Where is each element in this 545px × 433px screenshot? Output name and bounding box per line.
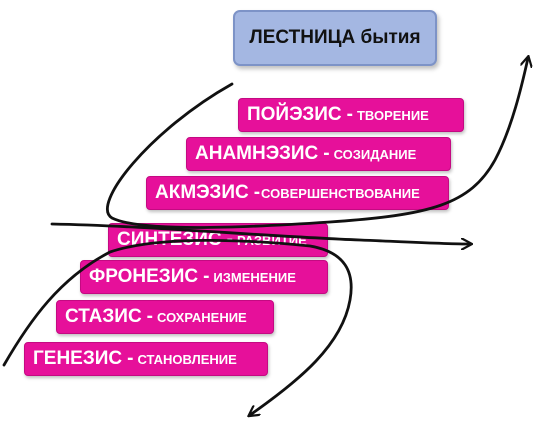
- step-separator: -: [346, 104, 353, 125]
- step-meaning: ИЗМЕНЕНИЕ: [213, 269, 296, 285]
- step-anamnesis: АНАМНЭЗИС-СОЗИДАНИЕ: [186, 137, 451, 171]
- step-name: ПОЙЭЗИС: [247, 104, 342, 125]
- step-genesis: ГЕНЕЗИС-СТАНОВЛЕНИЕ: [24, 342, 268, 376]
- step-separator: -: [226, 229, 233, 250]
- step-meaning: СОЗИДАНИЕ: [333, 146, 417, 162]
- step-name: ГЕНЕЗИС: [33, 348, 123, 369]
- ladder-title-rest: бытия: [360, 27, 421, 48]
- step-meaning: РАЗВИТИЕ: [237, 232, 307, 248]
- step-poiesis: ПОЙЭЗИС-ТВОРЕНИЕ: [238, 98, 464, 132]
- step-separator: -: [146, 306, 153, 327]
- ladder-title-box: ЛЕСТНИЦА бытия: [233, 10, 437, 66]
- step-meaning: СТАНОВЛЕНИЕ: [137, 351, 237, 367]
- step-separator: -: [323, 143, 330, 164]
- step-name: АКМЭЗИС: [155, 182, 249, 203]
- step-meaning: ТВОРЕНИЕ: [356, 107, 429, 123]
- step-akmesis: АКМЭЗИС-СОВЕРШЕНСТВОВАНИЕ: [146, 176, 449, 210]
- step-phronesis: ФРОНЕЗИС-ИЗМЕНЕНИЕ: [80, 260, 328, 294]
- step-meaning: СОХРАНЕНИЕ: [157, 309, 247, 325]
- step-name: ФРОНЕЗИС: [89, 266, 199, 287]
- step-name: СТАЗИС: [65, 306, 142, 327]
- ladder-title-word: ЛЕСТНИЦА: [249, 27, 356, 48]
- step-meaning: СОВЕРШЕНСТВОВАНИЕ: [261, 185, 420, 201]
- step-separator: -: [253, 182, 261, 203]
- step-separator: -: [127, 348, 134, 369]
- step-separator: -: [203, 266, 210, 287]
- step-stasis: СТАЗИС-СОХРАНЕНИЕ: [56, 300, 274, 334]
- step-synthesis: СИНТЕЗИС-РАЗВИТИЕ: [108, 223, 328, 257]
- step-name: СИНТЕЗИС: [117, 229, 222, 250]
- step-name: АНАМНЭЗИС: [195, 143, 319, 164]
